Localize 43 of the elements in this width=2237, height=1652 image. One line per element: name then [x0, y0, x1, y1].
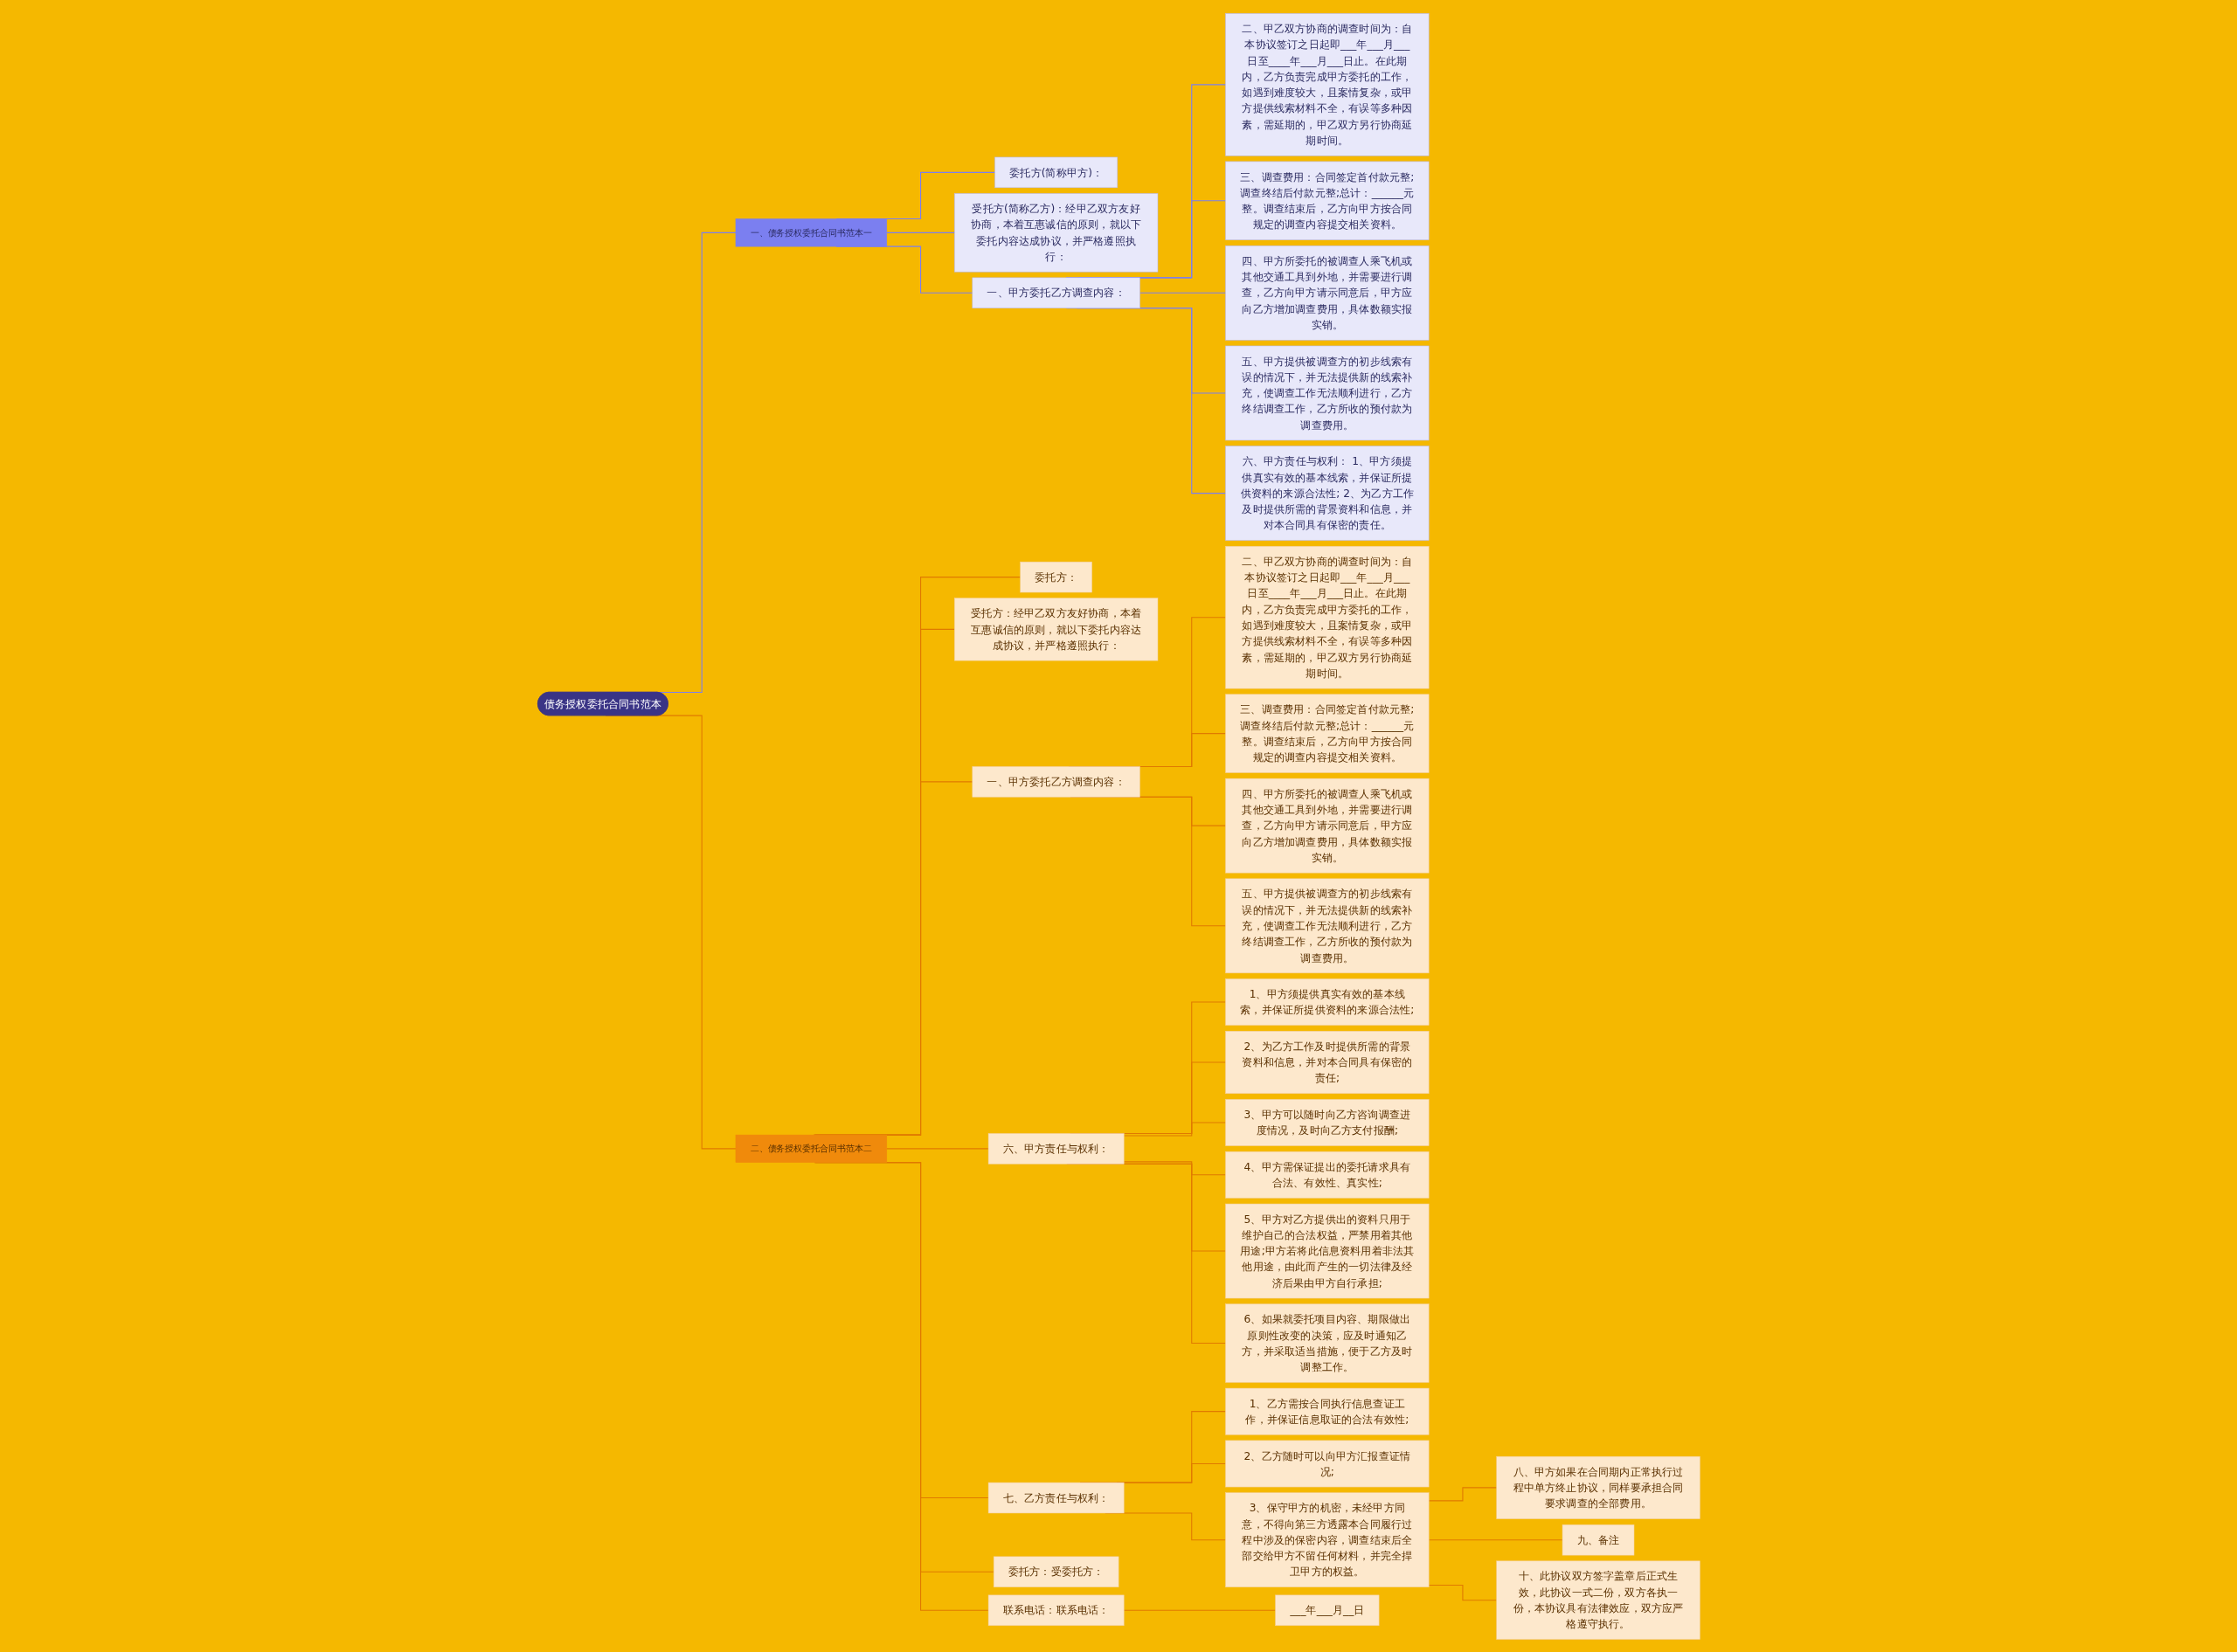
node-box: 一、债务授权委托合同书范本一 — [735, 218, 887, 246]
node-box: 委托方： — [1020, 561, 1092, 592]
node-box: 一、甲方委托乙方调查内容： — [972, 765, 1140, 798]
connector — [1139, 292, 1226, 294]
node-box: 5、甲方对乙方提供出的资料只用于维护自己的合法权益，严禁用着其他用途;甲方若将此信息资料用着非法其他用途，由此而产生的一切法律及经济后果由甲方自行承担; — [1224, 1203, 1430, 1298]
node-box: 三、调查费用：合同签定首付款元整;调查终结后付款元整;总计：______元整。调查结束后，乙方向甲方按合同规定的调查内容提交相关资料。 — [1224, 161, 1430, 240]
node-box: 联系电话：联系电话： — [987, 1594, 1125, 1626]
node-box: 6、如果就委托项目内容、期限做出原则性改变的决策，应及时通知乙方，并采取适当措施，便于乙方及时调整工作。 — [1224, 1303, 1430, 1383]
connector — [1428, 1584, 1497, 1600]
node-box: 1、甲方须提供真实有效的基本线索，并保证所提供资料的来源合法性; — [1224, 978, 1430, 1026]
connector — [885, 232, 955, 233]
connector — [1123, 1160, 1226, 1175]
node-box: 受托方：经甲乙双方友好协商，本着互惠诚信的原则，就以下委托内容达成协议，并严格遵照执行： — [953, 597, 1158, 660]
node-box: 六、甲方责任与权利： — [987, 1132, 1125, 1165]
node-box: 五、甲方提供被调查方的初步线索有误的情况下，并无法提供新的线索补充，使调查工作无法顺利进行，乙方终结调查工作，乙方所收的预付款为调查费用。 — [1224, 345, 1430, 440]
connector — [1428, 1538, 1563, 1540]
connector — [1123, 1121, 1226, 1136]
node-box: 三、调查费用：合同签定首付款元整;调查终结后付款元整;总计：______元整。调查结束后，乙方向甲方按合同规定的调查内容提交相关资料。 — [1224, 694, 1430, 773]
node-box: 二、甲乙双方协商的调查时间为：自本协议签订之日起即___年___月___日至____年___月___日止。在此期内，乙方负责完成甲方委托的工作，如遇到难度较大，且案情复杂，或甲方提供线索材料不全，有误等多种因素，需延期的，甲乙双方另行协商延期时间。 — [1224, 545, 1430, 688]
node-box: 一、甲方委托乙方调查内容： — [972, 277, 1140, 308]
node-box: 1、乙方需按合同执行信息查证工作，并保证信息取证的合法有效性; — [1224, 1387, 1430, 1435]
node-box: 四、甲方所委托的被调查人乘飞机或其他交通工具到外地，并需要进行调查，乙方向甲方请示同意后，甲方应向乙方增加调查费用，具体数额实报实销。 — [1224, 245, 1430, 341]
connector — [885, 1147, 989, 1149]
node-box: 五、甲方提供被调查方的初步线索有误的情况下，并无法提供新的线索补充，使调查工作无法顺利进行，乙方终结调查工作，乙方所收的预付款为调查费用。 — [1224, 878, 1430, 973]
node-box: 九、备注 — [1562, 1524, 1634, 1555]
node-box: 四、甲方所委托的被调查人乘飞机或其他交通工具到外地，并需要进行调查，乙方向甲方请示同意后，甲方应向乙方增加调查费用，具体数额实报实销。 — [1224, 778, 1430, 873]
node-box: 八、甲方如果在合同期内正常执行过程中单方终止协议，同样要承担合同要求调查的全部费用。 — [1496, 1455, 1700, 1519]
node-box: 二、债务授权委托合同书范本二 — [735, 1134, 887, 1163]
node-box: 十、此协议双方签字盖章后正式生效，此协议一式二份，双方各执一份，本协议具有法律效应，双方应严格遵守执行。 — [1496, 1560, 1700, 1640]
node-box: 3、甲方可以随时向乙方咨询调查进度情况，及时向乙方支付报酬; — [1224, 1098, 1430, 1146]
node-box: 七、乙方责任与权利： — [987, 1482, 1125, 1513]
node-box: 2、为乙方工作及时提供所需的背景资料和信息，并对本合同具有保密的责任; — [1224, 1030, 1430, 1094]
node-box: 4、甲方需保证提出的委托请求具有合法、有效性、真实性; — [1224, 1151, 1430, 1199]
node-box: 六、甲方责任与权利： 1、甲方须提供真实有效的基本线索，并保证所提供资料的来源合法性; 2、为乙方工作及时提供所需的背景资料和信息，并对本合同具有保密的责任。 — [1224, 445, 1430, 541]
node-box: ___年___月__日 — [1274, 1594, 1379, 1626]
node-box: 委托方：受委托方： — [993, 1556, 1118, 1587]
node-box: 受托方(简称乙方)：经甲乙双方友好协商，本着互惠诚信的原则，就以下委托内容达成协议，并严格遵照执行： — [953, 192, 1158, 272]
node-box: 二、甲乙双方协商的调查时间为：自本协议签订之日起即___年___月___日至____年___月___日止。在此期内，乙方负责完成甲方委托的工作，如遇到难度较大，且案情复杂，或甲方提供线索材料不全，有误等多种因素，需延期的，甲乙双方另行协商延期时间。 — [1224, 12, 1430, 156]
connector — [1428, 1486, 1497, 1501]
connector — [1123, 1609, 1276, 1611]
node-box: 2、乙方随时可以向甲方汇报查证情况; — [1224, 1440, 1430, 1487]
node-box: 委托方(简称甲方)： — [994, 156, 1118, 188]
node-box: 3、保守甲方的机密，未经甲方同意，不得向第三方透露本合同履行过程中涉及的保密内容，调查结束后全部交给甲方不留任何材料，并完全捍卫甲方的权益。 — [1224, 1491, 1430, 1587]
